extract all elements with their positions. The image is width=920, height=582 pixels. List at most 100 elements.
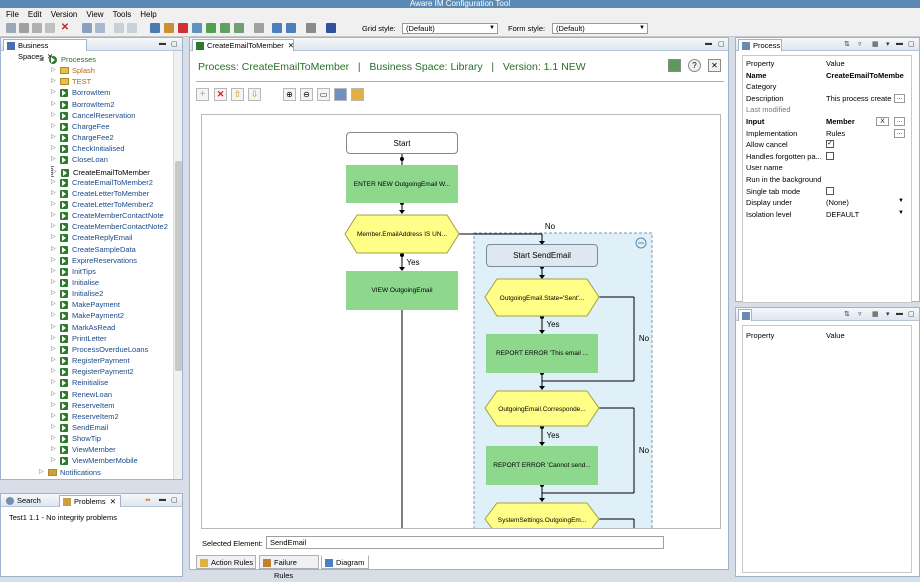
grid-style-select[interactable]: (Default)▼: [402, 23, 498, 34]
tab-properties[interactable]: [738, 309, 752, 321]
expand-icon[interactable]: ▷: [51, 100, 56, 107]
expand-icon[interactable]: ▷: [51, 145, 56, 152]
zoom-out-icon[interactable]: ⊖: [300, 88, 313, 101]
scroll-thumb[interactable]: [175, 161, 182, 371]
allow-cancel-checkbox[interactable]: ✓: [826, 140, 834, 149]
selected-element-field[interactable]: SendEmail: [266, 536, 664, 549]
delete-icon[interactable]: ✕: [214, 88, 227, 101]
expand-icon[interactable]: ▷: [51, 67, 56, 74]
expand-icon[interactable]: ▷: [51, 234, 56, 241]
chart-icon[interactable]: [272, 23, 282, 33]
minimize-icon[interactable]: ▬: [896, 40, 903, 47]
menu-icon[interactable]: ▾: [886, 311, 890, 318]
minimize-icon[interactable]: ▬: [705, 40, 712, 47]
help-button[interactable]: ?: [688, 59, 701, 72]
filter-icon[interactable]: ▿: [858, 41, 862, 48]
expand-icon[interactable]: ▷: [51, 390, 56, 397]
expand-icon[interactable]: ▷: [51, 89, 56, 96]
expand-icon[interactable]: ▷: [39, 468, 44, 475]
expand-icon[interactable]: ▷: [51, 122, 56, 129]
menu-edit[interactable]: Edit: [27, 9, 42, 19]
expand-icon[interactable]: ▷: [51, 279, 56, 285]
expand-icon[interactable]: ▷: [51, 357, 56, 364]
move-down-icon[interactable]: ⇩: [248, 88, 261, 101]
tab-problems[interactable]: Problems✕: [59, 495, 121, 507]
menu-icon[interactable]: ▾: [886, 41, 890, 48]
expand-icon[interactable]: ▷: [51, 245, 56, 252]
edit-input-button[interactable]: ...: [894, 116, 905, 126]
menu-tools[interactable]: Tools: [112, 9, 132, 19]
tab-create-email-to-member[interactable]: CreateEmailToMember✕: [192, 39, 294, 51]
process-icon[interactable]: [178, 23, 188, 33]
maximize-icon[interactable]: ▢: [908, 41, 915, 48]
property-value[interactable]: CreateEmailToMember: [826, 70, 904, 80]
property-value[interactable]: [826, 81, 904, 92]
expand-icon[interactable]: ▷: [51, 423, 56, 430]
expand-icon[interactable]: ▷: [51, 435, 56, 442]
property-value[interactable]: [826, 174, 904, 185]
tab-action-rules[interactable]: Action Rules: [196, 555, 256, 569]
test-icon[interactable]: [220, 23, 230, 33]
property-value[interactable]: [826, 104, 904, 115]
expand-icon[interactable]: ▷: [51, 312, 56, 319]
report-error-cannot-node[interactable]: REPORT ERROR 'Cannot send...: [486, 446, 598, 485]
view-icon[interactable]: ▦: [872, 311, 879, 318]
expand-icon[interactable]: ▷: [51, 334, 56, 341]
report-icon[interactable]: [286, 23, 296, 33]
publish-icon[interactable]: [234, 23, 244, 33]
maximize-icon[interactable]: ▢: [171, 497, 178, 504]
property-value[interactable]: [826, 162, 904, 173]
tab-mode-button[interactable]: [668, 59, 681, 72]
tree-item[interactable]: ▷CreateEmailToMember: [51, 165, 150, 177]
minimize-icon[interactable]: ▬: [159, 40, 166, 47]
undo-icon[interactable]: [114, 23, 124, 33]
enter-new-node[interactable]: ENTER NEW OutgoingEmail W...: [346, 165, 458, 203]
expand-icon[interactable]: ▷: [51, 111, 56, 118]
expand-icon[interactable]: ▷: [51, 290, 56, 297]
view-email-node[interactable]: VIEW OutgoingEmail: [346, 271, 458, 310]
chevron-down-icon[interactable]: ▼: [898, 198, 904, 205]
maximize-icon[interactable]: ▢: [171, 41, 178, 48]
maximize-icon[interactable]: ▢: [908, 311, 915, 318]
fit-icon[interactable]: ▭: [317, 88, 330, 101]
expand-icon[interactable]: ▷: [51, 345, 56, 352]
expand-icon[interactable]: ▷: [51, 368, 56, 375]
zoom-in-icon[interactable]: ⊕: [283, 88, 296, 101]
report-error-node[interactable]: REPORT ERROR 'This email ...: [486, 334, 598, 373]
layout-icon[interactable]: [334, 88, 347, 101]
export-diagram-icon[interactable]: [351, 88, 364, 101]
option-checkbox[interactable]: [826, 151, 834, 160]
settings-icon[interactable]: [206, 23, 216, 33]
property-value[interactable]: This process create: [826, 93, 892, 103]
edit-description-button[interactable]: ...: [894, 93, 905, 103]
decision-state-sent[interactable]: OutgoingEmail.State='Sent'...: [499, 294, 585, 302]
object-icon[interactable]: [150, 23, 160, 33]
chevron-down-icon[interactable]: ▼: [898, 209, 904, 216]
sub-start-node[interactable]: Start SendEmail: [486, 244, 598, 267]
option-checkbox[interactable]: [826, 186, 834, 195]
view-icon[interactable]: ▦: [872, 41, 879, 48]
edit-icon[interactable]: [19, 23, 29, 33]
diagram-canvas[interactable]: Start ENTER NEW OutgoingEmail W... Membe…: [201, 114, 721, 529]
start-node[interactable]: Start: [346, 132, 458, 154]
expand-icon[interactable]: ▷: [51, 301, 56, 308]
save-all-icon[interactable]: [45, 23, 55, 33]
filter-icon[interactable]: ⬌: [145, 497, 151, 504]
expand-icon[interactable]: ▷: [51, 212, 56, 219]
form-style-select[interactable]: (Default)▼: [552, 23, 648, 34]
close-icon[interactable]: ✕: [287, 41, 294, 50]
expand-icon[interactable]: ▷: [51, 223, 56, 230]
redo-icon[interactable]: [127, 23, 137, 33]
new-icon[interactable]: [6, 23, 16, 33]
delete-icon[interactable]: ✕: [60, 22, 70, 33]
filter-icon[interactable]: ▿: [858, 311, 862, 318]
decision-email-address[interactable]: Member.EmailAddress IS UN...: [357, 230, 447, 238]
menu-view[interactable]: View: [86, 9, 104, 19]
save-icon[interactable]: [32, 23, 42, 33]
property-value[interactable]: Member: [826, 116, 855, 126]
tab-process[interactable]: Process: [738, 39, 782, 51]
minimize-icon[interactable]: ▬: [896, 310, 903, 317]
tab-failure-rules[interactable]: Failure Rules: [259, 555, 319, 580]
expand-icon[interactable]: ▷: [51, 379, 56, 386]
expand-icon[interactable]: ▷: [51, 200, 56, 207]
